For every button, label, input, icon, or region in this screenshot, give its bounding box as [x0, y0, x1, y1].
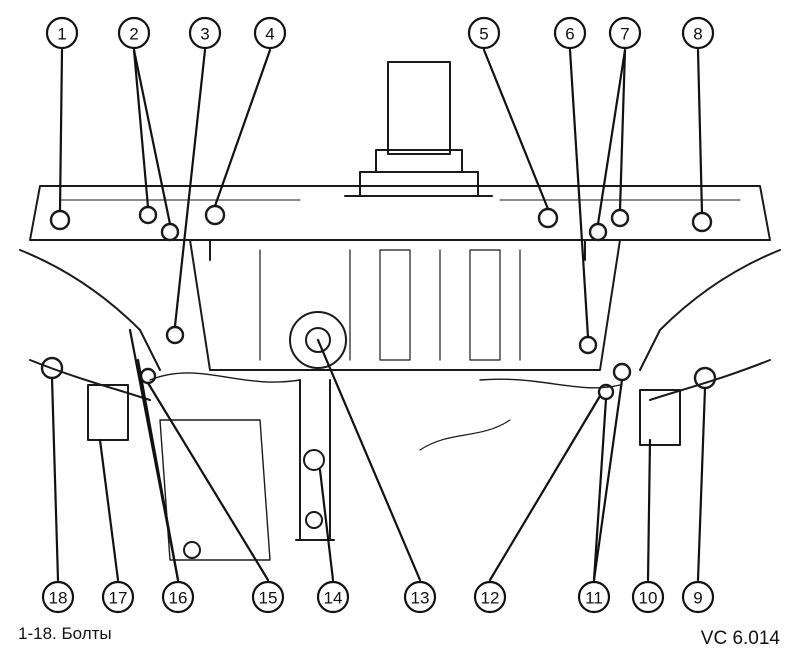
callout-7: 7 — [608, 16, 642, 50]
callout-circle — [577, 580, 611, 614]
center-mount — [289, 311, 347, 369]
callout-number: 4 — [265, 25, 274, 44]
shaft-nut — [359, 171, 479, 197]
callout-number: 16 — [169, 589, 188, 608]
figure-caption: 1-18. Болты — [18, 624, 112, 643]
lower-link-rod — [295, 379, 335, 541]
callout-number: 11 — [585, 589, 603, 608]
callout-circle — [316, 580, 350, 614]
callout-number: 17 — [109, 589, 128, 608]
crossmember-beam — [29, 185, 771, 241]
callout-number: 8 — [693, 25, 702, 44]
bolt-9-head — [693, 366, 717, 390]
callout-circle — [188, 16, 222, 50]
bolt-1-head — [49, 209, 71, 231]
callout-12: 12 — [473, 580, 507, 614]
callout-circle — [608, 16, 642, 50]
bolt-3-head — [165, 325, 185, 345]
bolt-8-head — [691, 211, 713, 233]
callout-circle — [41, 580, 75, 614]
callout-3: 3 — [188, 16, 222, 50]
callout-8: 8 — [681, 16, 715, 50]
callout-circle — [161, 580, 195, 614]
callout-number: 6 — [565, 25, 574, 44]
central-housing — [189, 239, 621, 371]
bolt-7b-head — [610, 208, 630, 228]
callout-circle — [473, 580, 507, 614]
callout-11: 11 — [577, 580, 611, 614]
bolt-4-head — [204, 204, 226, 226]
right-bracket-box — [639, 389, 681, 446]
callout-circle — [631, 580, 665, 614]
callout-leaders — [50, 48, 707, 582]
callout-number: 14 — [324, 589, 343, 608]
bolt-5-head — [537, 207, 559, 229]
callout-number: 7 — [620, 25, 629, 44]
callout-number: 9 — [693, 589, 702, 608]
bolt-2a-head — [138, 205, 158, 225]
callout-number: 15 — [259, 589, 278, 608]
callout-1: 1 — [45, 16, 79, 50]
callout-15: 15 — [251, 580, 285, 614]
left-bracket-box — [87, 384, 129, 441]
callout-number: 18 — [49, 589, 68, 608]
callout-circle — [681, 16, 715, 50]
callout-circle — [251, 580, 285, 614]
callout-number: 2 — [129, 25, 138, 44]
callout-circle — [117, 16, 151, 50]
callout-circle — [101, 580, 135, 614]
bolt-15-head — [139, 367, 157, 385]
bolt-2b-head — [160, 222, 180, 242]
callout-circle — [403, 580, 437, 614]
bolt-11-head — [612, 362, 632, 382]
callout-17: 17 — [101, 580, 135, 614]
callout-circle — [45, 16, 79, 50]
callout-circle — [681, 580, 715, 614]
callout-2: 2 — [117, 16, 151, 50]
callout-circle — [553, 16, 587, 50]
subframe-line-art — [19, 61, 781, 561]
callout-16: 16 — [161, 580, 195, 614]
callout-number: 13 — [411, 589, 430, 608]
figure-code: VC 6.014 — [700, 628, 780, 649]
callout-18: 18 — [41, 580, 75, 614]
left-arm — [19, 249, 161, 401]
callout-number: 1 — [57, 25, 66, 44]
callout-number: 3 — [200, 25, 209, 44]
callout-10: 10 — [631, 580, 665, 614]
right-arm — [639, 249, 781, 401]
callout-9: 9 — [681, 580, 715, 614]
callout-circle — [467, 16, 501, 50]
callout-circle — [253, 16, 287, 50]
callout-6: 6 — [553, 16, 587, 50]
bolt-6-head — [578, 335, 598, 355]
wiring-harness — [149, 372, 621, 389]
shaft-body — [387, 61, 451, 155]
callout-number: 12 — [481, 589, 500, 608]
callout-14: 14 — [316, 580, 350, 614]
bolt-7a-head — [588, 222, 608, 242]
callout-13: 13 — [403, 580, 437, 614]
callout-number: 5 — [479, 25, 488, 44]
callout-number: 10 — [639, 589, 658, 608]
callout-5: 5 — [467, 16, 501, 50]
callout-4: 4 — [253, 16, 287, 50]
lower-left-casing — [159, 419, 271, 561]
